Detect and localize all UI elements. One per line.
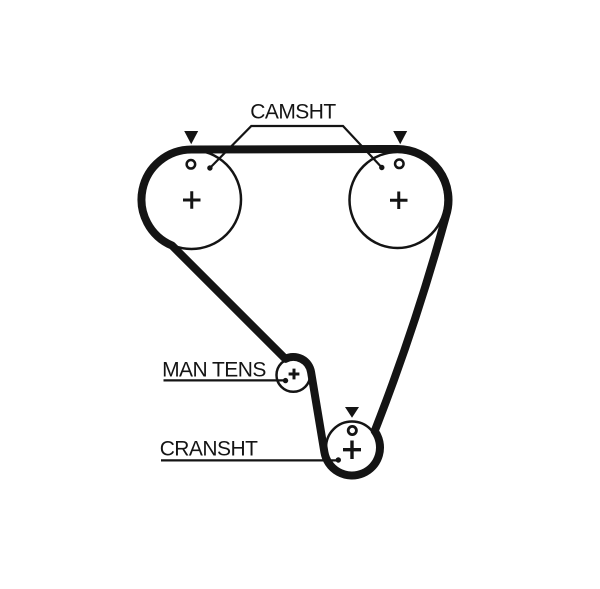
svg-text:MAN TENS: MAN TENS xyxy=(162,358,266,381)
svg-text:CAMSHT: CAMSHT xyxy=(250,100,336,123)
svg-text:CRANSHT: CRANSHT xyxy=(160,437,258,460)
